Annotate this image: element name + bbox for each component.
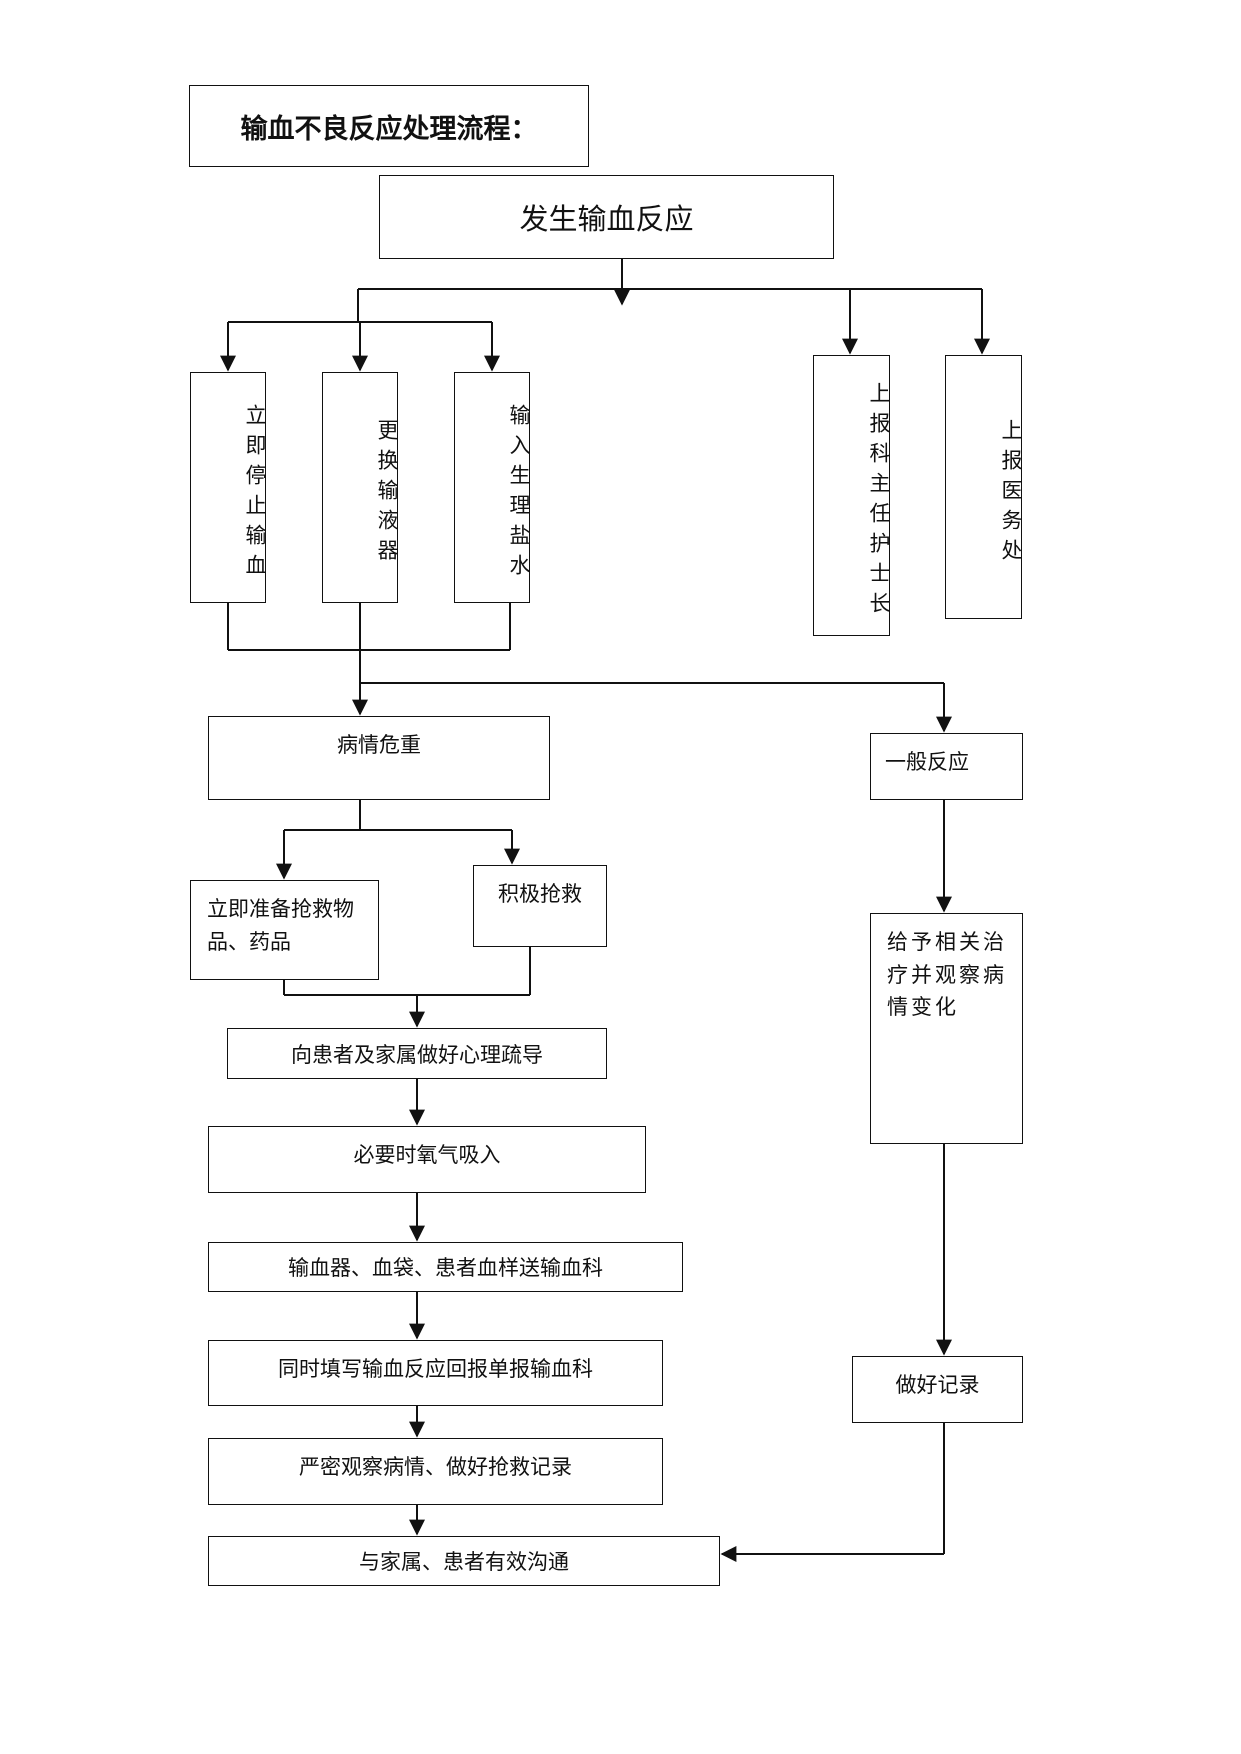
close-observation-node: 严密观察病情、做好抢救记录 (208, 1438, 663, 1505)
make-record-node: 做好记录 (852, 1356, 1023, 1423)
send-samples-node: 输血器、血袋、患者血样送输血科 (208, 1242, 683, 1292)
prepare-rescue-supplies-node: 立即准备抢救物品、药品 (190, 880, 379, 980)
treat-and-observe-node: 给予相关治疗并观察病情变化 (870, 913, 1023, 1144)
psychological-guidance-node: 向患者及家属做好心理疏导 (227, 1028, 607, 1079)
active-rescue-node: 积极抢救 (473, 865, 607, 947)
general-reaction-node: 一般反应 (870, 733, 1023, 800)
report-medical-office: 上报医务处 (945, 355, 1023, 619)
action-infuse-saline: 输入生理盐水 (454, 372, 531, 603)
start-node: 发生输血反应 (379, 175, 834, 259)
action-stop-transfusion: 立即停止输血 (190, 372, 267, 603)
critical-condition-node: 病情危重 (208, 716, 550, 800)
fill-report-form-node: 同时填写输血反应回报单报输血科 (208, 1340, 663, 1406)
oxygen-inhalation-node: 必要时氧气吸入 (208, 1126, 646, 1193)
communication-node: 与家属、患者有效沟通 (208, 1536, 720, 1586)
page-title: 输血不良反应处理流程： (189, 85, 589, 167)
report-head-nurse: 上报科主任护士长 (813, 355, 891, 636)
action-replace-infusion-set: 更换输液器 (322, 372, 399, 603)
